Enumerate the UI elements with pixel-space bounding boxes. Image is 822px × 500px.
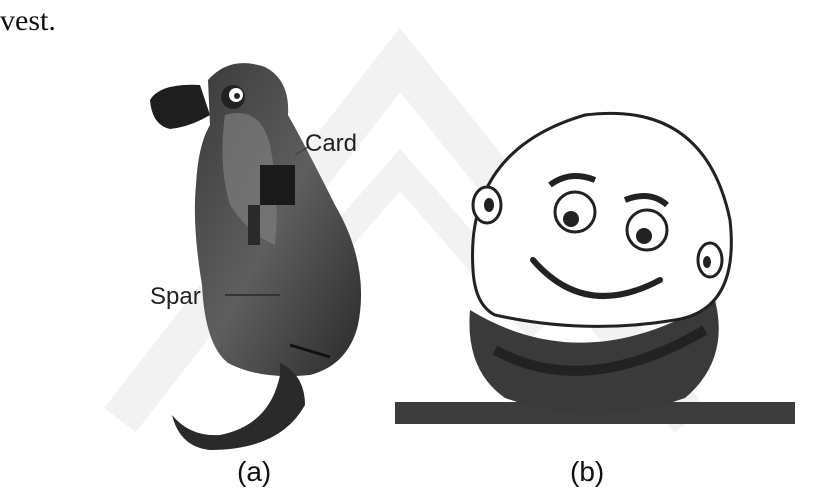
figure-b-egg-face-illustration: [395, 111, 795, 424]
right-eyebrow: [623, 193, 669, 208]
caption-b: (b): [570, 456, 605, 487]
card-slot: [260, 165, 295, 205]
left-eye: [553, 190, 597, 234]
figure-a-bird-illustration: [150, 63, 362, 450]
smile: [530, 257, 663, 299]
body-text-fragment: vest.: [0, 4, 56, 37]
bird-beak: [150, 84, 210, 129]
label-spar: Spar: [150, 283, 201, 310]
caption-a: (a): [237, 456, 272, 487]
bird-tail: [172, 363, 305, 450]
egg-lower-body: [469, 300, 719, 414]
left-eyebrow: [548, 173, 597, 188]
bird-body: [194, 63, 362, 377]
label-card: Card: [305, 130, 358, 157]
egg-head: [471, 111, 733, 328]
